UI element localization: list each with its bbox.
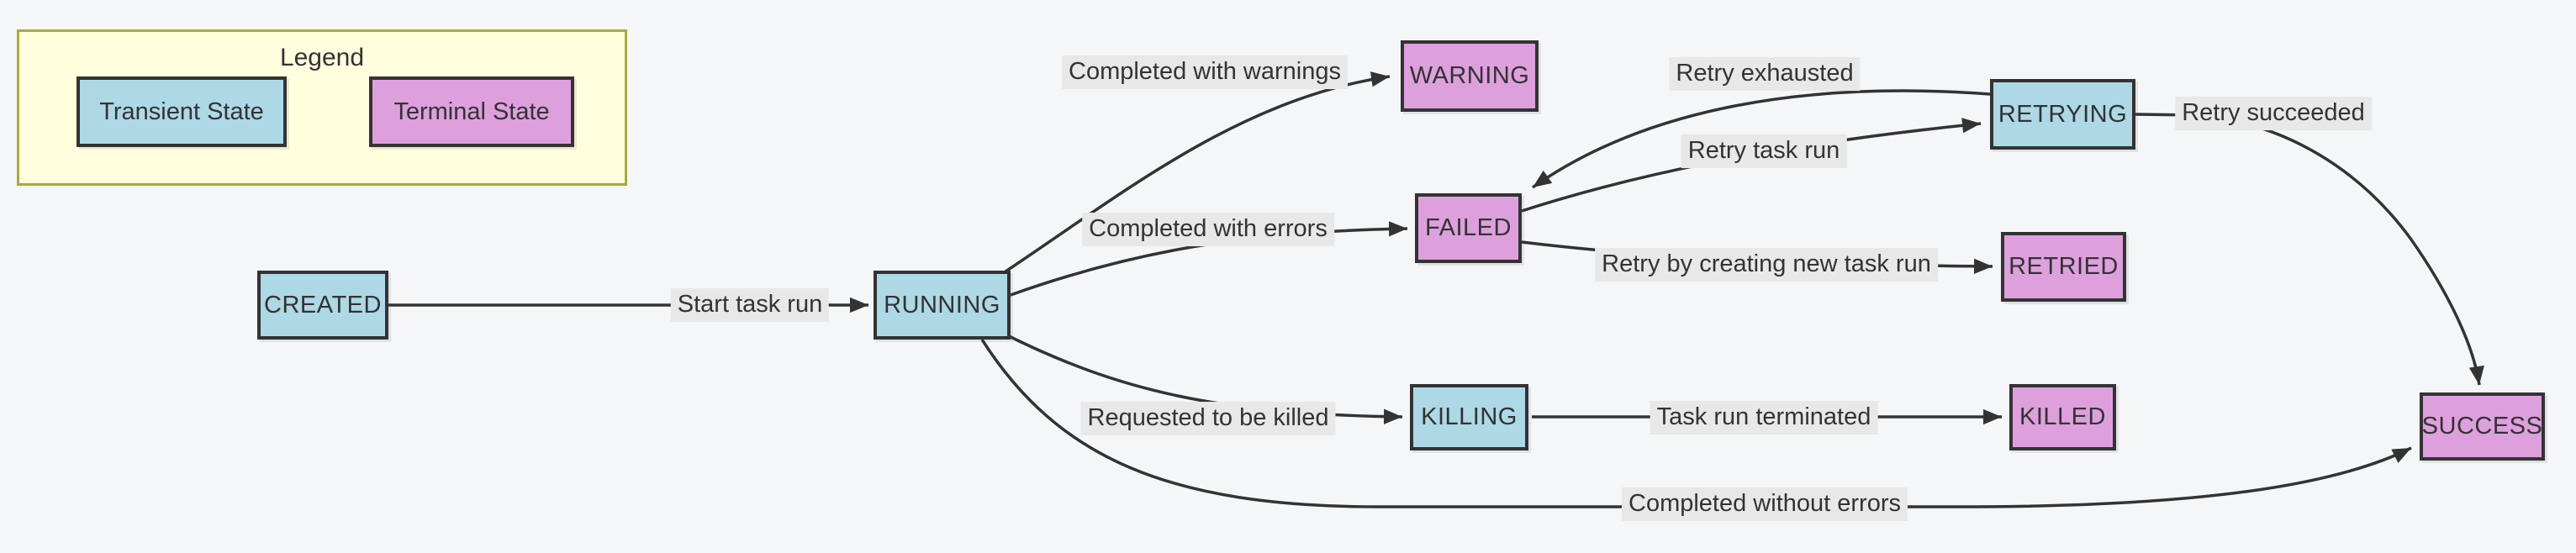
node-killed: KILLED xyxy=(2009,384,2116,450)
edge-label-completed-without-errors: Completed without errors xyxy=(1622,487,1908,521)
node-warning: WARNING xyxy=(1401,40,1539,112)
node-killing: KILLING xyxy=(1410,384,1528,450)
node-created: CREATED xyxy=(257,271,388,340)
edge-label-retry-exhausted: Retry exhausted xyxy=(1669,57,1861,91)
legend-title: Legend xyxy=(279,44,365,71)
legend-transient-label: Transient State xyxy=(99,97,264,125)
edge-label-completed-with-errors: Completed with errors xyxy=(1082,213,1334,246)
edge-label-retry-task-run: Retry task run xyxy=(1681,134,1847,168)
node-retried: RETRIED xyxy=(2001,232,2126,302)
edge-label-task-run-terminated: Task run terminated xyxy=(1650,401,1878,434)
node-success: SUCCESS xyxy=(2420,392,2545,461)
edge-label-requested-to-be-killed: Requested to be killed xyxy=(1080,402,1336,435)
node-failed: FAILED xyxy=(1415,193,1522,263)
node-running: RUNNING xyxy=(874,271,1011,340)
edge-retrying-success xyxy=(2135,113,2484,386)
edge-label-retry-succeeded: Retry succeeded xyxy=(2175,97,2372,130)
edge-retrying-failed xyxy=(1531,89,1991,189)
edge-running-warning xyxy=(995,71,1391,280)
legend-item-transient-state: Transient State xyxy=(77,76,287,147)
legend-item-terminal-state: Terminal State xyxy=(369,76,574,147)
legend-box: Legend Transient State Terminal State xyxy=(17,29,627,186)
legend-terminal-label: Terminal State xyxy=(393,97,550,125)
edge-label-retry-by-creating-new-task-run: Retry by creating new task run xyxy=(1595,248,1938,282)
edge-label-completed-with-warnings: Completed with warnings xyxy=(1062,55,1348,89)
edge-label-start-task-run: Start task run xyxy=(670,288,830,322)
node-retrying: RETRYING xyxy=(1990,79,2135,150)
